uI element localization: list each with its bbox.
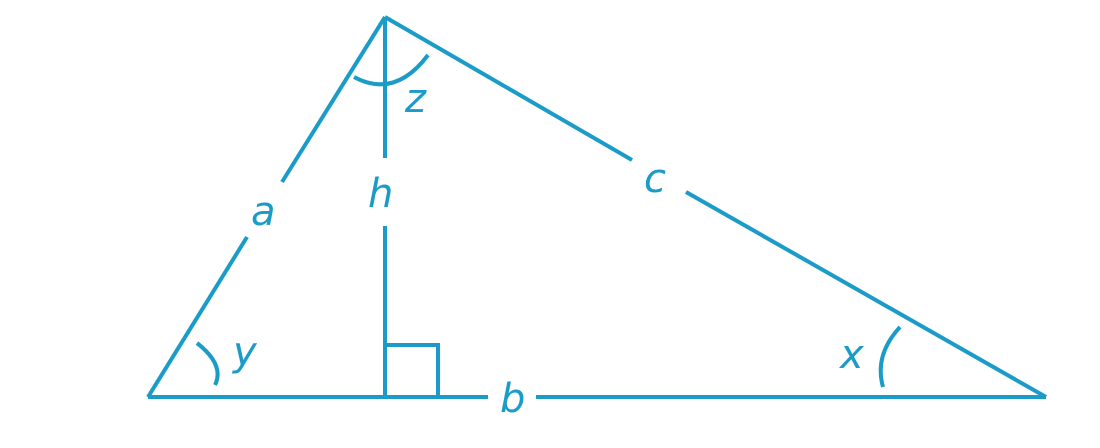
side-a-label: a bbox=[251, 189, 276, 235]
side-a-upper bbox=[280, 15, 387, 184]
angle-x-arc bbox=[878, 325, 902, 388]
angle-y-label: y bbox=[232, 329, 258, 375]
side-b-label: b bbox=[500, 376, 525, 422]
angle-x-label: x bbox=[838, 332, 864, 378]
side-c-upper bbox=[383, 15, 634, 162]
angle-z-label: z bbox=[404, 76, 427, 122]
altitude-h-label: h bbox=[368, 171, 393, 217]
side-c-label: c bbox=[644, 156, 666, 202]
side-a-lower bbox=[146, 235, 249, 399]
side-c-lower bbox=[685, 190, 1047, 399]
angle-z-arc bbox=[353, 53, 430, 87]
right-angle-marker bbox=[385, 343, 440, 397]
angle-y-arc bbox=[195, 341, 220, 386]
